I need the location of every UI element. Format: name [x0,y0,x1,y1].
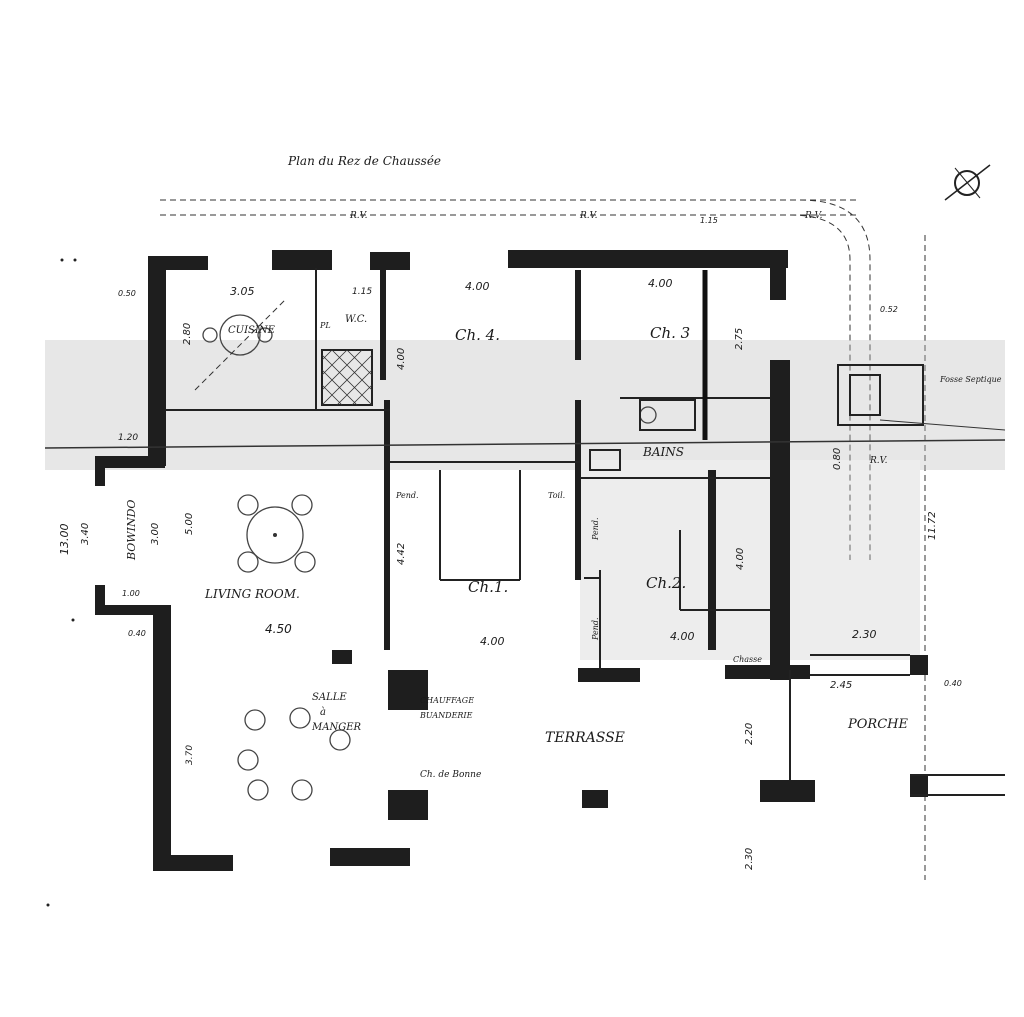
room-ch-bonne: Ch. de Bonne [420,770,481,780]
dim-300: 3.00 [150,523,161,545]
dim-040-left: 0.40 [128,629,146,638]
label-rv-2: R.V. [579,211,598,221]
dim-245: 2.45 [830,680,852,691]
compass-icon [944,164,991,201]
septic-tank [837,364,1006,431]
dim-230-porche: 2.30 [852,628,877,641]
dim-ch2-width: 4.00 [670,630,695,643]
dim-ch1-width: 4.00 [480,635,505,648]
room-salle-line3: MANGER [311,722,361,733]
room-salle-line1: SALLE [312,692,347,703]
room-bowindo: BOWINDO [125,500,138,561]
dim-220: 2.20 [744,723,755,745]
room-cuisine: CUISINE [228,325,276,336]
dim-080: 0.80 [832,448,843,470]
dim-442: 4.42 [396,543,407,565]
room-ch1: Ch.1. [468,578,508,596]
dim-ch3-width: 4.00 [648,277,673,290]
top-service-lines [160,199,926,880]
dim-275: 2.75 [734,328,745,350]
dim-050: 0.50 [118,289,136,298]
living-table [237,494,316,573]
label-rv-1: R.V. [349,211,368,221]
stray-marks [46,258,77,907]
dim-370: 3.70 [185,745,195,765]
room-terrasse: TERRASSE [545,730,625,746]
scan-noise-band [45,340,1005,660]
dim-100: 1.00 [122,589,140,598]
dim-1172: 11.72 [927,511,938,540]
room-pend-3: Pend. [591,617,600,641]
dim-115: 1.15 [352,287,372,297]
room-buanderie: BUANDERIE [419,711,473,720]
label-rv-3: R.V. [804,211,823,221]
exterior-walls [95,250,928,871]
dim-ch4-height: 4.00 [396,348,407,370]
room-chauffage: CHAUFFAGE [420,696,474,705]
room-ch2: Ch.2. [646,574,686,592]
room-wc: W.C. [345,314,367,325]
dim-extra-2: 0.52 [880,305,898,314]
plan-header: Plan du Rez de Chaussée [287,154,441,168]
dim-340: 3.40 [80,523,91,545]
room-chasse: Chasse [733,655,762,664]
room-toil: Toil. [548,491,565,500]
dim-1300: 13.00 [58,524,71,556]
dim-ch2-height: 4.00 [735,548,746,570]
dim-305: 3.05 [230,285,255,298]
room-pend-2: Pend. [591,517,600,541]
dim-500: 5.00 [184,513,195,535]
dining-chairs [237,707,351,801]
dim-280: 2.80 [182,323,193,345]
dim-extra-1: 1.15 [700,216,718,225]
dim-120: 1.20 [118,433,138,443]
interior-walls [44,268,1006,796]
room-ch3: Ch. 3 [650,324,690,342]
room-pl: PL [319,321,331,330]
label-rv-4: R.V. [869,456,888,466]
room-fosse-septique: Fosse Septique [939,375,1002,384]
dim-450: 4.50 [265,622,292,636]
dim-ch4-width: 4.00 [465,280,490,293]
dim-040-right: 0.40 [944,679,962,688]
room-living: LIVING ROOM. [204,587,300,601]
wc-hatch [321,349,373,406]
kitchen-table [194,299,286,391]
bath-fixtures [589,399,696,471]
dim-230-bottom: 2.30 [744,848,755,870]
room-ch4: Ch. 4. [455,326,500,344]
room-bains: BAINS [642,445,684,459]
room-salle-line2: à [320,707,326,718]
room-pend-1: Pend. [395,491,419,500]
room-porche: PORCHE [847,717,908,732]
